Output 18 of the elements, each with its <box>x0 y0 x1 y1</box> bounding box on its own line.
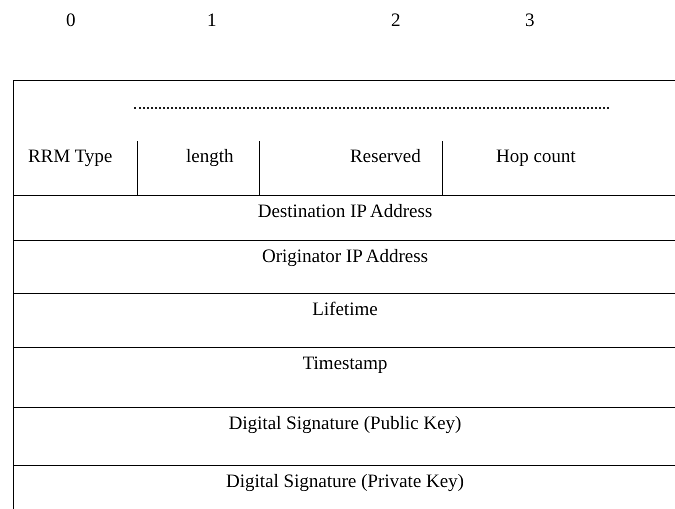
field-cell <box>260 141 443 196</box>
column-number: 2 <box>391 10 400 32</box>
field-name: RRM Type <box>28 146 112 168</box>
field-name: Hop count <box>496 146 576 168</box>
field-name: Timestamp <box>302 353 388 375</box>
packet-format-table <box>13 80 675 509</box>
field-name: Digital Signature (Public Key) <box>228 413 462 435</box>
field-name: Digital Signature (Private Key) <box>226 471 464 493</box>
field-name: Destination IP Address <box>258 201 432 223</box>
field-name: Reserved <box>350 146 421 168</box>
field-name: length <box>186 146 234 168</box>
field-cell <box>138 141 260 196</box>
column-number: 1 <box>207 10 216 32</box>
field-name: Lifetime <box>312 299 378 321</box>
field-name: Originator IP Address <box>262 246 428 268</box>
column-number: 3 <box>525 10 534 32</box>
field-cell <box>14 141 138 196</box>
column-number: 0 <box>66 10 76 32</box>
